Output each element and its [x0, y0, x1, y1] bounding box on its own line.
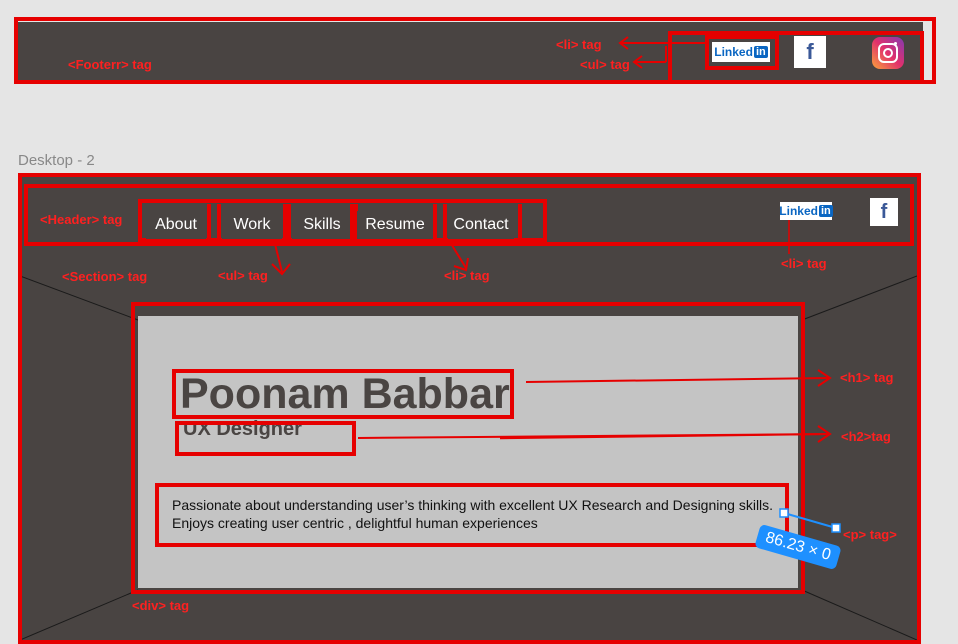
ul-tag-label: <ul> tag	[218, 268, 268, 283]
h1-tag-label: <h1> tag	[840, 370, 894, 385]
footer-arrows	[618, 36, 705, 69]
header-outline	[24, 184, 914, 246]
section-arrows	[271, 239, 469, 276]
footer-li-label: <li> tag	[556, 37, 602, 52]
hero-name: Poonam Babbar	[180, 370, 510, 418]
measure-line	[779, 508, 841, 533]
nav-item-skills[interactable]: Skills	[292, 211, 352, 239]
nav-ul-outline	[138, 199, 547, 242]
footer-tag-label: <Footerr> tag	[68, 57, 152, 72]
header-li-label: <li> tag	[781, 256, 827, 271]
p-tag-label: <p> tag>	[843, 527, 897, 542]
footer-li-outline	[705, 35, 779, 70]
frame-title: Desktop - 2	[18, 152, 95, 169]
div-tag-label: <div> tag	[132, 598, 190, 613]
nav-li-outline	[514, 204, 522, 242]
nav-li-outline	[350, 204, 358, 242]
section-cross-lines	[20, 275, 917, 640]
footer-facebook-icon[interactable]: f	[794, 36, 826, 68]
section-tag-label: <Section> tag	[62, 269, 148, 284]
h2-tag-label: <h2>tag	[841, 429, 891, 444]
nav-item-about[interactable]: About	[146, 211, 206, 239]
footer-instagram-icon[interactable]	[872, 37, 904, 69]
nav-li-outline	[433, 204, 447, 242]
h2-arrow-line	[358, 433, 831, 439]
hero-description: Passionate about understanding user’s th…	[172, 497, 774, 531]
header-tag-label: <Header> tag	[40, 212, 123, 227]
nav-item-work[interactable]: Work	[222, 211, 282, 239]
footer-ul-outline	[668, 31, 924, 84]
li-tag-label: <li> tag	[444, 268, 490, 283]
footer-ul-label: <ul> tag	[580, 57, 630, 72]
nav-li-outline	[207, 204, 221, 242]
header-li-connector	[788, 220, 790, 254]
nav-li-outline	[283, 204, 291, 242]
nav-item-contact[interactable]: Contact	[448, 211, 514, 239]
h1-outline	[172, 369, 514, 419]
footer-outline	[14, 17, 936, 84]
header-facebook-icon[interactable]: f	[870, 198, 898, 226]
nav-item-resume[interactable]: Resume	[357, 211, 433, 239]
h2-outline	[175, 421, 356, 456]
hero-div-outline	[131, 302, 805, 594]
